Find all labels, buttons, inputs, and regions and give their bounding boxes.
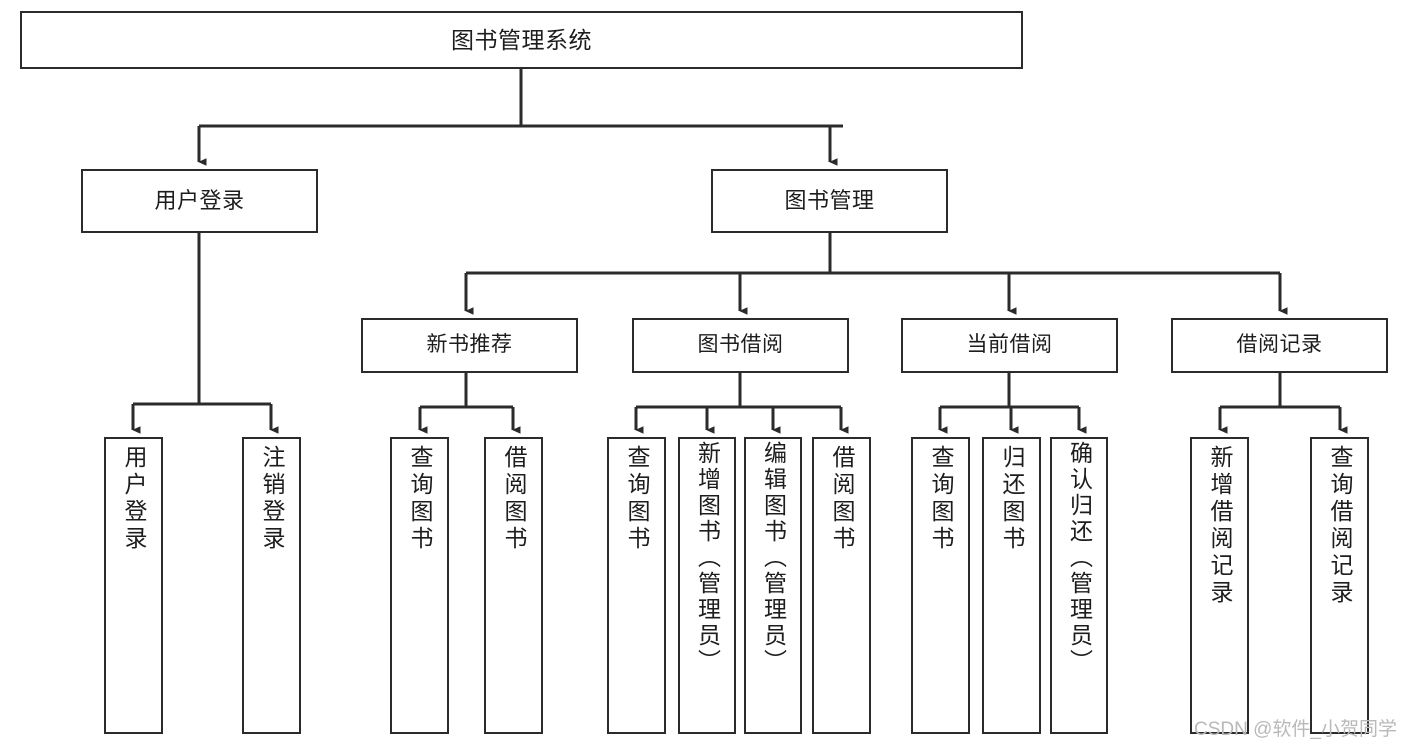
node-label: 新增借阅记录 <box>1207 445 1233 607</box>
leaf-query-book-newbook[interactable]: 查询图书 <box>390 437 449 734</box>
node-label: 图书管理 <box>784 188 875 214</box>
node-new-book-recommend[interactable]: 新书推荐 <box>361 318 578 373</box>
leaf-logout[interactable]: 注销登录 <box>242 437 301 734</box>
leaf-borrow-book-borrow[interactable]: 借阅图书 <box>812 437 871 734</box>
node-label: 查询图书 <box>407 445 433 553</box>
node-label: 查询借阅记录 <box>1327 445 1353 607</box>
node-label: 注销登录 <box>259 445 285 553</box>
node-label: 借阅图书 <box>501 445 527 553</box>
node-label: 图书借阅 <box>697 333 784 357</box>
node-label: 归还图书 <box>999 445 1025 553</box>
watermark: CSDN @软件_小贺同学 <box>1194 719 1397 740</box>
node-label: 图书管理系统 <box>451 26 592 53</box>
leaf-query-borrow-record[interactable]: 查询借阅记录 <box>1310 437 1369 734</box>
leaf-add-borrow-record[interactable]: 新增借阅记录 <box>1190 437 1249 734</box>
leaf-user-login[interactable]: 用户登录 <box>104 437 163 734</box>
leaf-edit-book-admin[interactable]: 编辑图书（管理员） <box>744 437 802 734</box>
node-user-login[interactable]: 用户登录 <box>81 169 318 233</box>
leaf-return-book[interactable]: 归还图书 <box>982 437 1041 734</box>
node-book-borrow[interactable]: 图书借阅 <box>632 318 849 373</box>
node-book-management[interactable]: 图书管理 <box>711 169 948 233</box>
node-label: 编辑图书（管理员） <box>760 441 787 675</box>
node-book-management-system[interactable]: 图书管理系统 <box>20 11 1023 69</box>
node-label: 用户登录 <box>154 188 245 214</box>
node-label: 用户登录 <box>121 445 147 553</box>
leaf-confirm-return-admin[interactable]: 确认归还（管理员） <box>1050 437 1108 734</box>
node-label: 确认归还（管理员） <box>1066 441 1093 675</box>
node-borrow-record[interactable]: 借阅记录 <box>1171 318 1388 373</box>
leaf-query-book-borrow[interactable]: 查询图书 <box>607 437 666 734</box>
node-current-borrow[interactable]: 当前借阅 <box>901 318 1118 373</box>
node-label: 查询图书 <box>928 445 954 553</box>
node-label: 借阅记录 <box>1236 333 1323 357</box>
leaf-add-book-admin[interactable]: 新增图书（管理员） <box>678 437 736 734</box>
node-label: 新书推荐 <box>426 333 513 357</box>
node-label: 查询图书 <box>624 445 650 553</box>
leaf-borrow-book-newbook[interactable]: 借阅图书 <box>484 437 543 734</box>
node-label: 新增图书（管理员） <box>694 441 721 675</box>
node-label: 借阅图书 <box>829 445 855 553</box>
node-label: 当前借阅 <box>966 333 1053 357</box>
leaf-query-book-current[interactable]: 查询图书 <box>911 437 970 734</box>
